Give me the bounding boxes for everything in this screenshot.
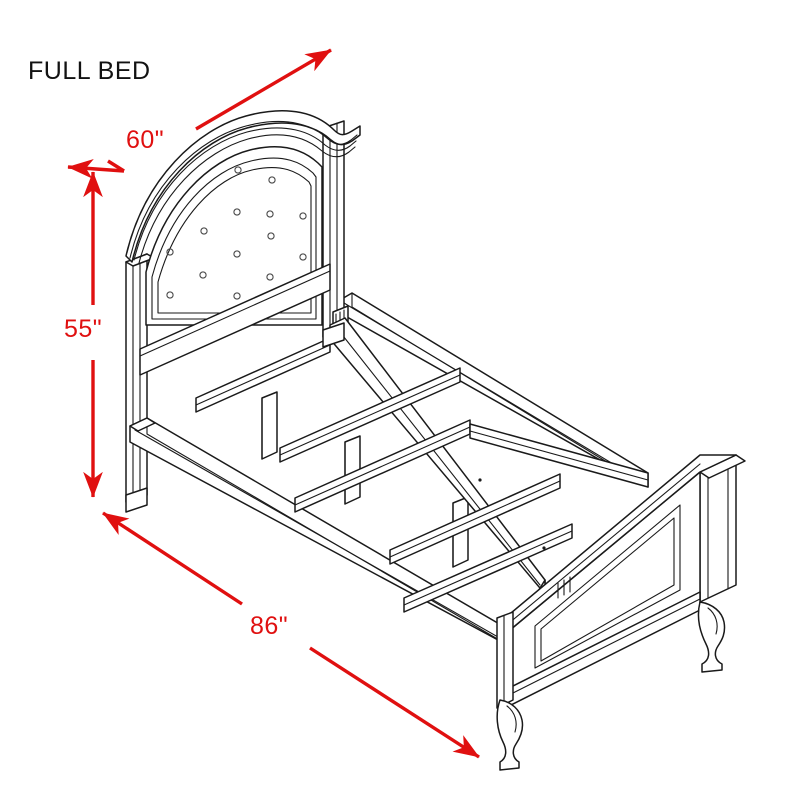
dimension-label-length: 86" bbox=[250, 612, 289, 640]
headboard bbox=[125, 109, 361, 503]
headboard-tufting-buttons bbox=[166, 166, 307, 301]
headboard-lower-rail bbox=[139, 263, 331, 376]
dimension-width-60 bbox=[67, 48, 332, 179]
headboard-feet bbox=[125, 322, 345, 513]
dimension-length-86 bbox=[102, 511, 480, 759]
bed-illustration bbox=[125, 109, 746, 771]
leg-left-foot bbox=[496, 699, 524, 771]
headboard-crest-rail bbox=[125, 109, 361, 263]
frame-cross-slats bbox=[195, 337, 573, 613]
footboard-right-post bbox=[699, 454, 737, 603]
page-title: FULL BED bbox=[28, 57, 151, 85]
footboard-left-post bbox=[496, 611, 514, 709]
footboard bbox=[496, 454, 746, 709]
headboard-left-post bbox=[125, 253, 148, 503]
front-side-rail bbox=[129, 417, 514, 649]
dimension-label-width: 60" bbox=[126, 126, 165, 154]
cabriole-legs bbox=[496, 601, 726, 771]
leg-right-foot bbox=[697, 601, 726, 673]
dimension-label-height: 55" bbox=[64, 315, 103, 343]
dimension-annotations bbox=[67, 48, 480, 759]
